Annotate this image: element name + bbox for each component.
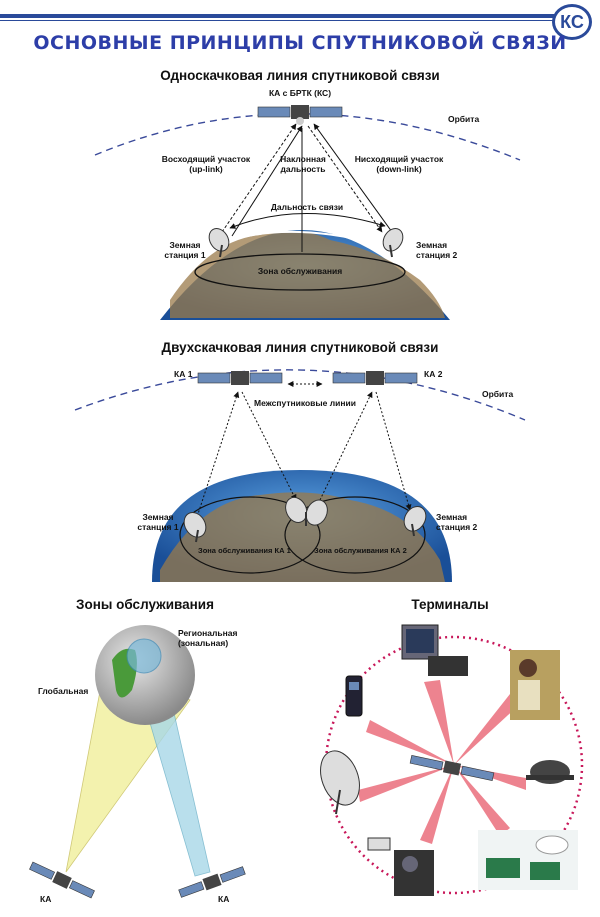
zone-ellipse-1	[179, 496, 321, 574]
orbit-label-1: Орбита	[448, 114, 480, 124]
terminals-heading: Терминалы	[411, 597, 489, 612]
laptop-terminal-icon	[401, 624, 468, 676]
zones-heading: Зоны обслуживания	[76, 597, 214, 612]
dish-antenna-icon	[320, 750, 360, 815]
station2-label: Земная станция 2	[416, 240, 458, 260]
orbit-arc-1	[94, 113, 521, 161]
terminals-ring	[324, 635, 584, 895]
sat-right-label: КА	[218, 894, 230, 904]
phone-user-icon	[510, 650, 560, 720]
header-stripe-thin	[0, 20, 560, 21]
downlink-arrow	[307, 125, 383, 233]
ground-station-2	[382, 227, 404, 258]
sat1-label: КА 1	[174, 369, 193, 379]
land-mass-2	[160, 492, 445, 582]
orbit-arc-2	[74, 369, 526, 421]
station-d1-label: Земная станция 1	[137, 512, 179, 532]
uplink-label: Восходящий участок (up-link)	[161, 154, 251, 174]
terminals-diagram	[320, 624, 584, 896]
small-globe	[95, 625, 195, 725]
slant-range-label: Наклонная дальность	[280, 154, 326, 174]
range-arc	[229, 213, 386, 229]
ground-station-d1	[183, 511, 207, 543]
portable-kit-icon	[478, 830, 578, 890]
dome-antenna-icon	[526, 760, 574, 784]
range-label: Дальность связи	[270, 202, 344, 212]
header-stripe	[0, 14, 560, 18]
regional-label: Региональная (зональная)	[178, 628, 238, 648]
service-zone-label: Зона обслуживания	[257, 266, 343, 276]
ground-station-d-center	[285, 496, 328, 526]
downlink-label: Нисходящий участок (down-link)	[354, 154, 444, 174]
station-d2-label: Земная станция 2	[436, 512, 478, 532]
service-zone-ellipse	[194, 253, 406, 291]
orbit-label-2: Орбита	[482, 389, 514, 399]
handheld-phone-icon	[345, 675, 363, 717]
station1-label: Земная станция 1	[164, 240, 206, 260]
double-hop-diagram	[74, 369, 526, 582]
uplink-arrow	[221, 123, 297, 233]
satellite-terminal-center	[409, 754, 495, 782]
single-hop-diagram	[94, 105, 521, 320]
regional-zone-circle	[126, 638, 162, 674]
ground-station-1	[208, 227, 230, 258]
satellite-2	[332, 371, 418, 385]
sat2-label: КА 2	[424, 369, 443, 379]
satellite-zone-left	[29, 861, 95, 899]
zone-ellipse-2	[284, 496, 426, 574]
page-title: ОСНОВНЫЕ ПРИНЦИПЫ СПУТНИКОВОЙ СВЯЗИ	[33, 32, 567, 54]
land-mass-1	[170, 231, 445, 318]
zone2-label: Зона обслуживания КА 2	[314, 546, 407, 555]
satellite-label: КА с БРТК (КС)	[268, 88, 332, 98]
ground-station-d2	[403, 505, 427, 537]
zones-diagram	[29, 625, 246, 899]
global-label: Глобальная	[38, 686, 89, 696]
satellite-single	[257, 105, 343, 125]
satellite-1	[197, 371, 283, 385]
double-hop-heading: Двухскачковая линия спутниковой связи	[161, 340, 439, 355]
sat-left-label: КА	[40, 894, 52, 904]
single-hop-heading: Односкачковая линия спутниковой связи	[160, 68, 440, 83]
intersat-label: Межспутниковые линии	[254, 398, 356, 408]
terminal-beams	[358, 680, 526, 844]
company-logo: КС	[552, 4, 592, 40]
satellite-zone-right	[178, 866, 246, 898]
zone1-label: Зона обслуживания КА 1	[198, 546, 291, 555]
marine-terminal-icon	[367, 837, 434, 896]
